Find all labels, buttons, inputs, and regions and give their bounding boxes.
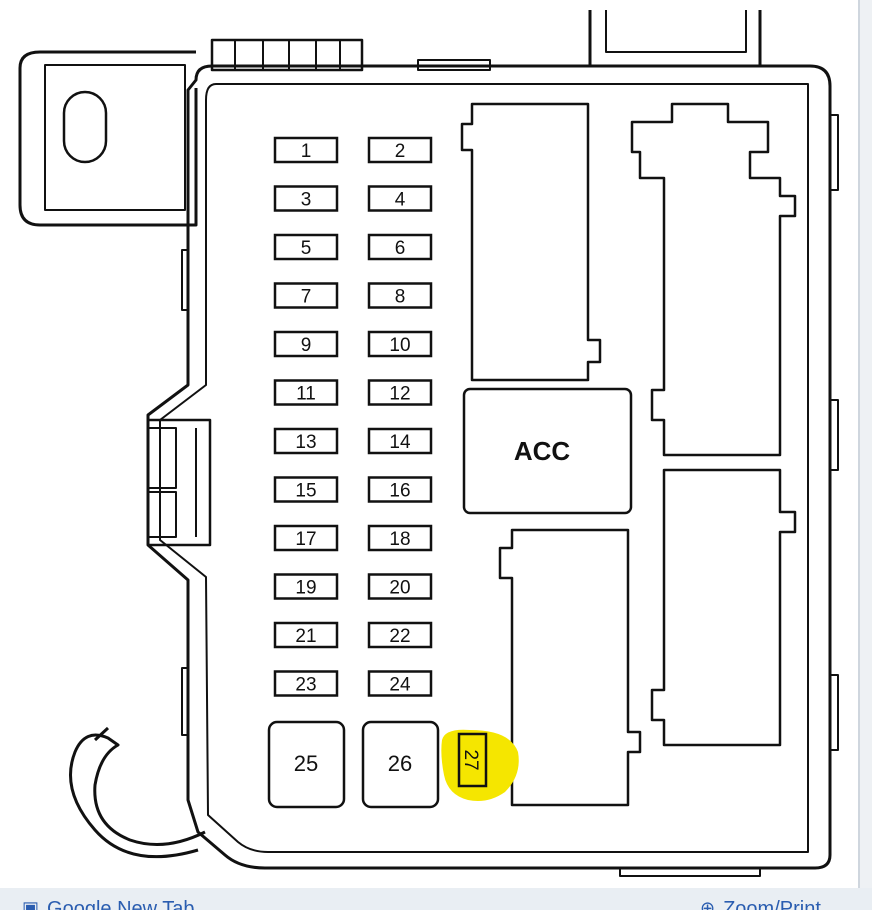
acc-relay-label: ACC <box>514 436 571 466</box>
mounting-hole <box>62 90 108 164</box>
fuse-15: 15 <box>273 476 339 503</box>
fuse-10-label: 10 <box>389 335 410 356</box>
fuse-9-label: 9 <box>301 335 312 356</box>
fuse-17: 17 <box>273 524 339 552</box>
wire-hook <box>69 733 206 859</box>
fuse-1-label: 1 <box>301 141 312 162</box>
fuse-8: 8 <box>367 282 433 309</box>
fuse-22-label: 22 <box>389 626 410 647</box>
fuse-18: 18 <box>367 524 433 552</box>
fuse-box-housing <box>146 64 832 870</box>
relay-slot-bottom-middle <box>498 528 642 807</box>
fuse-21-label: 21 <box>295 626 316 647</box>
fuse-3: 3 <box>273 185 339 212</box>
relay-slot-acc <box>462 387 633 515</box>
fuse-27: 27 <box>457 732 488 788</box>
fuse-19: 19 <box>273 573 339 600</box>
fuse-21: 21 <box>273 621 339 649</box>
fuse-2: 2 <box>367 136 433 164</box>
fuse-23: 23 <box>273 670 339 697</box>
fuse-20-label: 20 <box>389 578 410 599</box>
fuse-3-label: 3 <box>301 190 312 211</box>
fuse-9: 9 <box>273 330 339 358</box>
fuse-11-label: 11 <box>296 384 316 405</box>
fuse-15-label: 15 <box>295 481 316 502</box>
fuse-10: 10 <box>367 330 433 358</box>
fuse-11: 11 <box>273 379 339 406</box>
fuse-2-label: 2 <box>395 141 406 162</box>
fuse-19-label: 19 <box>295 578 316 599</box>
new-tab-icon: ▣ <box>22 898 40 910</box>
zoom-print-link[interactable]: ⊕ Zoom/Print <box>700 898 821 910</box>
relay-slot-bottom-right <box>650 468 797 747</box>
fuse-5: 5 <box>273 233 339 261</box>
fuse-6: 6 <box>367 233 433 261</box>
new-tab-link-label: Google New Tab <box>47 898 195 910</box>
fuse-5-label: 5 <box>301 238 312 259</box>
side-latch <box>148 418 212 547</box>
fuse-4: 4 <box>367 185 433 212</box>
mounting-bracket <box>18 50 198 227</box>
fuse-27-label: 27 <box>460 749 481 770</box>
fuse-1: 1 <box>273 136 339 164</box>
fuse-14-label: 14 <box>389 432 411 453</box>
relay-slot-top-right <box>630 102 797 457</box>
fuse-13: 13 <box>273 427 339 455</box>
fuse-26-body <box>361 720 440 809</box>
fuse-24: 24 <box>367 670 433 697</box>
fuse-16-label: 16 <box>389 481 410 502</box>
top-tab <box>210 38 364 72</box>
new-tab-link[interactable]: ▣ Google New Tab <box>22 898 195 910</box>
fuse-20: 20 <box>367 573 433 600</box>
top-connector <box>588 10 762 68</box>
fuse-27-highlight <box>441 729 519 801</box>
fuse-13-label: 13 <box>295 432 316 453</box>
fuse-7-label: 7 <box>301 287 312 308</box>
scrollbar-edge[interactable] <box>858 0 872 888</box>
fuse-14: 14 <box>367 427 433 455</box>
fuse-8-label: 8 <box>395 287 406 308</box>
fuse-22: 22 <box>367 621 433 649</box>
relay-slot-top-middle <box>460 102 602 382</box>
fuse-12-label: 12 <box>389 384 410 405</box>
fuse-7: 7 <box>273 282 339 309</box>
zoom-print-link-label: Zoom/Print <box>723 898 821 910</box>
fuse-23-label: 23 <box>295 675 316 696</box>
fuse-24-label: 24 <box>389 675 411 696</box>
fuse-26-label: 26 <box>388 751 412 776</box>
zoom-icon: ⊕ <box>700 898 716 910</box>
fuse-4-label: 4 <box>395 190 406 211</box>
fuse-6-label: 6 <box>395 238 406 259</box>
fuse-25-body <box>267 720 346 809</box>
fuse-17-label: 17 <box>295 529 316 550</box>
fuse-18-label: 18 <box>389 529 410 550</box>
fuse-12: 12 <box>367 379 433 406</box>
footer-bar: ▣ Google New Tab ⊕ Zoom/Print <box>0 888 872 910</box>
fuse-16: 16 <box>367 476 433 503</box>
fuse-25-label: 25 <box>294 751 318 776</box>
